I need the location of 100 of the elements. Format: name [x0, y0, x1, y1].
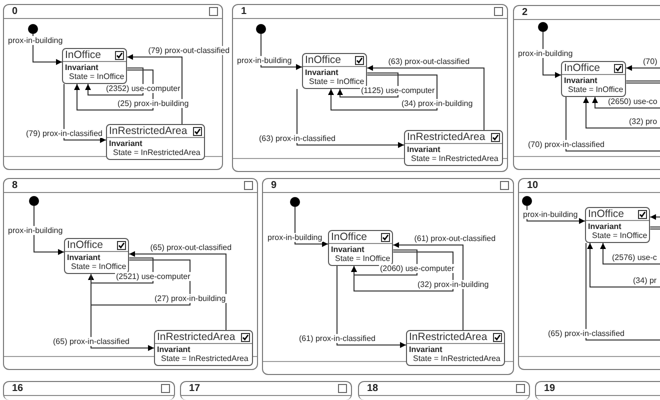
- invariant-text: State = InRestrictedArea: [412, 354, 502, 365]
- state-box: [154, 330, 254, 366]
- panel-title: 0: [12, 5, 18, 18]
- edge-label: (32) pro: [628, 117, 658, 126]
- transition-arrow: [294, 206, 328, 247]
- panel-title: 9: [271, 179, 277, 192]
- state-box: [404, 130, 504, 166]
- transition-arrow: [542, 32, 562, 78]
- edge-label: (65) prox-out-classified: [149, 243, 233, 252]
- edge-label: prox-in-building: [522, 210, 579, 219]
- state-name: InOffice: [564, 62, 600, 74]
- panel-title: 10: [527, 179, 538, 192]
- edge-label: prox-in-building: [266, 233, 324, 242]
- transition-arrow: [74, 70, 154, 110]
- transition-arrow: [586, 242, 660, 343]
- state-name: InOffice: [331, 231, 367, 243]
- state-box: [585, 207, 650, 243]
- invariant-heading: Invariant: [108, 138, 144, 148]
- panel-title: 8: [12, 179, 18, 192]
- state-box: [302, 53, 368, 89]
- transition-arrow: [336, 266, 406, 348]
- panel-title: 16: [12, 382, 24, 395]
- initial-state-dot: [29, 196, 39, 206]
- invariant-text: State = InOffice: [334, 254, 392, 265]
- transition-arrow: [366, 65, 484, 130]
- invariant-text: State = InRestrictedArea: [160, 354, 250, 365]
- state-name: InOffice: [67, 239, 103, 251]
- edge-label: (2060) use-computer: [379, 264, 456, 273]
- state-box: [406, 330, 506, 366]
- edge-label: (34) prox-in-building: [400, 99, 474, 108]
- initial-state-dot: [290, 197, 300, 207]
- initial-state-dot: [522, 196, 532, 206]
- invariant-heading: Invariant: [304, 67, 340, 77]
- transition-arrow: [85, 68, 144, 96]
- diagram-panel: [3, 381, 175, 400]
- invariant-heading: Invariant: [64, 62, 100, 72]
- invariant-text: State = InOffice: [567, 85, 624, 96]
- edge-label: prox-in-building: [7, 36, 64, 45]
- transition-arrow: [126, 54, 182, 124]
- transition-arrow: [34, 206, 64, 255]
- edge-label: (70) prox-in-classified: [527, 140, 606, 149]
- edge-label: (63) prox-in-classified: [258, 134, 336, 143]
- invariant-text: State = InRestrictedArea: [112, 148, 202, 159]
- edge-label: (1125) use-computer: [360, 86, 436, 95]
- state-name: InRestrictedArea: [109, 125, 188, 137]
- state-name: InRestrictedArea: [409, 331, 488, 343]
- state-name: InOffice: [305, 54, 341, 66]
- invariant-heading: Invariant: [587, 221, 622, 231]
- diagram-panel: [358, 381, 530, 400]
- transition-arrow: [128, 251, 226, 330]
- panel-title: 2: [522, 6, 528, 19]
- state-name: InRestrictedArea: [407, 131, 486, 143]
- edge-label: (32) prox-in-building: [416, 280, 490, 289]
- transition-arrow: [626, 65, 660, 71]
- transition-arrow: [592, 80, 660, 108]
- edge-label: prox-in-building: [517, 49, 574, 58]
- edge-label: (27) prox-in-building: [154, 294, 227, 303]
- state-box: [561, 61, 626, 97]
- edge-label: prox-in-building: [236, 56, 293, 65]
- invariant-heading: Invariant: [330, 244, 366, 254]
- transition-arrow: [526, 206, 586, 224]
- state-box: [64, 238, 130, 274]
- diagram-panel: [180, 381, 352, 400]
- state-box: [328, 230, 394, 266]
- invariant-heading: Invariant: [66, 252, 102, 262]
- edge-label: (2576) use-c: [611, 253, 658, 262]
- transition-arrow: [600, 226, 660, 264]
- invariant-heading: Invariant: [156, 344, 192, 354]
- panel-title: 1: [241, 5, 247, 18]
- transition-arrow: [392, 242, 464, 330]
- diagram-panel: [535, 381, 660, 400]
- invariant-text: State = InOffice: [308, 77, 366, 87]
- transition-arrow: [88, 260, 190, 306]
- transition-arrow: [566, 96, 660, 154]
- edge-label: (2650) use-co: [607, 97, 658, 106]
- edge-label: (34) pr: [632, 276, 658, 285]
- invariant-heading: Invariant: [408, 344, 444, 354]
- transition-arrow: [337, 72, 398, 98]
- invariant-text: State = InRestrictedArea: [410, 154, 500, 165]
- edge-label: (63) prox-out-classified: [387, 57, 471, 66]
- panel-title: 18: [367, 382, 378, 395]
- edge-label: (65) prox-in-classified: [52, 337, 130, 346]
- edge-label: (61) prox-in-classified: [298, 334, 376, 343]
- invariant-text: State = InOffice: [68, 72, 126, 83]
- edge-label: (79) prox-out-classified: [147, 46, 231, 55]
- state-box: [62, 48, 128, 84]
- edge-label: (2521) use-computer: [115, 272, 192, 281]
- transition-arrow: [328, 74, 438, 110]
- invariant-text: State = InOffice: [591, 231, 648, 242]
- edge-label: (25) prox-in-building: [116, 99, 190, 108]
- invariant-heading: Invariant: [563, 75, 598, 85]
- edge-label: prox-in-building: [7, 226, 64, 235]
- panel-title: 19: [544, 382, 556, 395]
- invariant-text: State = InOffice: [70, 262, 128, 273]
- transition-arrow: [583, 82, 660, 128]
- invariant-heading: Invariant: [406, 144, 442, 154]
- edge-label: (65) prox-in-classified: [547, 329, 626, 338]
- edge-label: (79) prox-in-classified: [25, 129, 104, 138]
- transition-arrow: [296, 88, 404, 148]
- transition-arrow: [260, 34, 302, 70]
